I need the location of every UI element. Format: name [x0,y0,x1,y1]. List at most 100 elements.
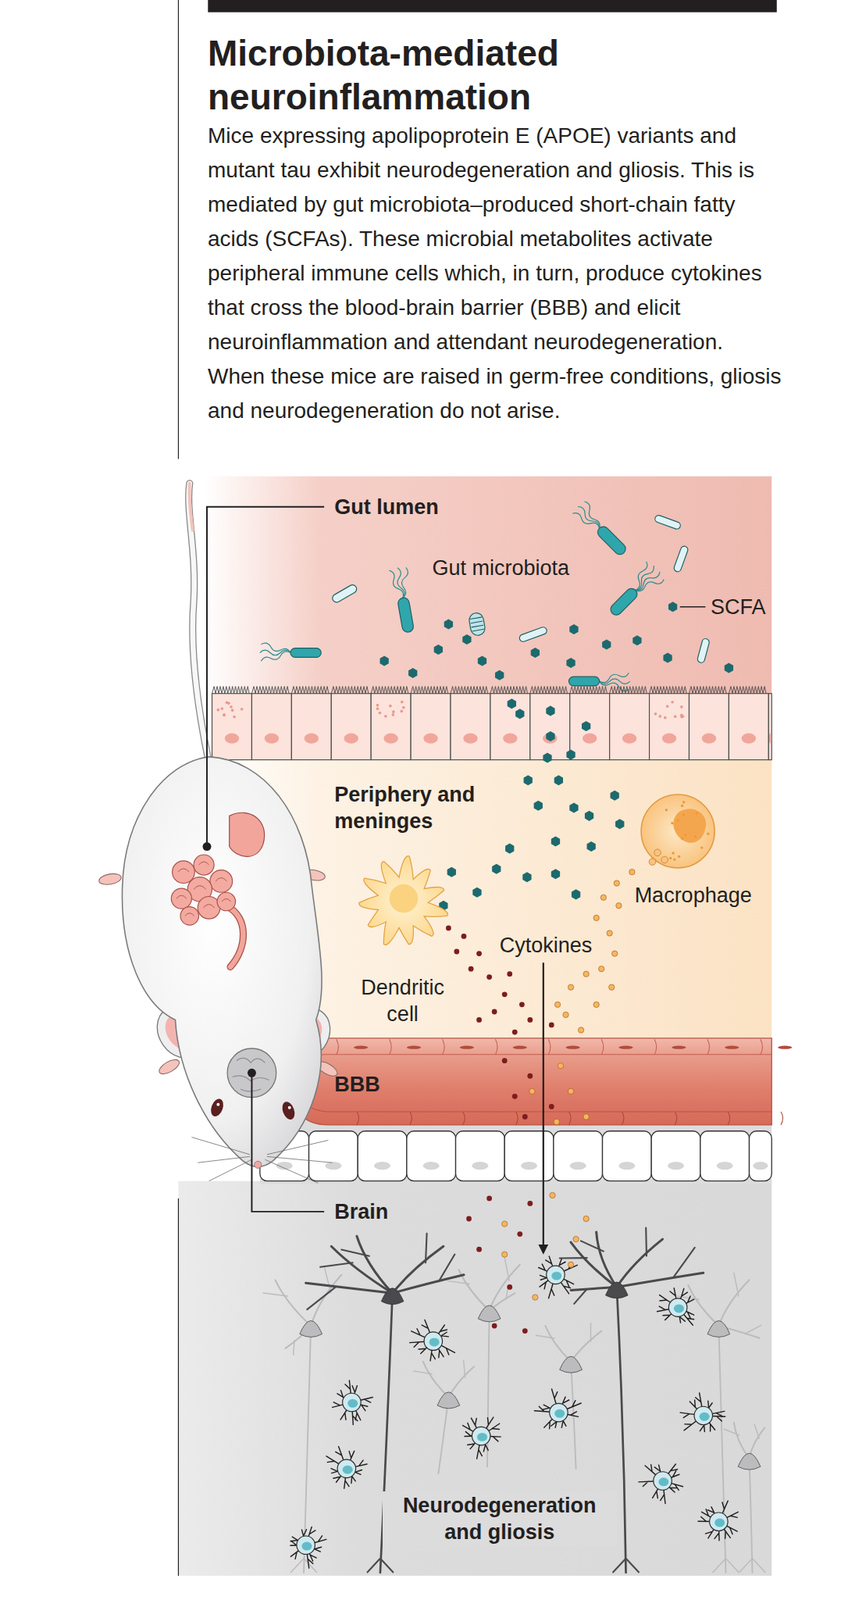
cytokine-dot [583,970,589,977]
neuron [723,1421,766,1572]
brain-ground-upper [260,1115,772,1184]
macrophage-granule [680,804,684,807]
figure-caption-slot: Mice expressing apolipoprotein E (APOE) … [207,118,782,428]
endothelial-junction [548,1038,551,1055]
engulfed-particle [654,848,662,856]
endfoot-cell [749,1130,773,1181]
endfoot-nucleus [716,1161,734,1169]
endfoot-cell [700,1130,750,1181]
goblet-granule [666,704,670,708]
macrophage-granule [706,831,710,834]
axon [487,1310,490,1467]
mouse-intestine [217,891,236,910]
cytokine-dot [486,973,492,980]
microglia-process [684,1295,694,1304]
goblet-granule [402,705,406,710]
scfa-molecule [724,662,734,674]
eye-highlight [288,1105,292,1109]
scfa-molecule [602,639,611,650]
dendrite-branch [293,1339,295,1355]
endfoot-cell [504,1130,554,1181]
microglia-process [726,1525,738,1534]
cytokine-dot [502,990,508,997]
cytokine-dot [502,1220,508,1226]
microglia-process [467,1441,477,1449]
mouse-paw [98,871,123,886]
microglia-process [548,1282,555,1298]
macrophage-granule [700,845,703,849]
goblet-granule [227,701,231,705]
region-heading: Brain [334,1197,457,1225]
microglia-nucleus [342,1464,353,1474]
dendrite [570,1330,602,1362]
cytokine-dot [506,970,513,977]
intestine-fold [176,894,187,899]
neuron-soma [707,1320,731,1337]
endfoot-nucleus [570,1161,587,1169]
microglia-process [566,1400,581,1409]
dendrite-branch [535,1334,554,1338]
microvilli [450,686,489,694]
figure-caption: Mice expressing apolipoprotein E (APOE) … [207,118,782,428]
microglia-process [683,1313,695,1326]
microglia-process [544,1418,553,1429]
nucleus [423,733,438,744]
microglia-body [709,1511,728,1530]
mouse-intestine [172,860,196,884]
goblet-granule [670,700,674,704]
mouse-tail-tip [188,483,193,531]
mouse [98,483,341,1184]
cytokine-dot [516,1230,523,1237]
endothelial-junction [356,1111,360,1125]
macrophage-body [641,794,715,868]
macrophage-granule [677,818,680,821]
neuron-soma [381,1287,404,1305]
nucleus [622,733,637,744]
goblet-granule [654,712,658,716]
dendrite-branch [723,1428,740,1435]
molecule-label: SCFA [710,593,782,621]
cytokine-dot [532,1293,539,1300]
microglia-body [653,1471,672,1490]
cytokine-dot [567,1087,574,1094]
endothelial-junction [760,1038,763,1055]
microglia-process [563,1261,578,1271]
neuron [535,1322,602,1469]
band-heading: Periphery and meninges [334,780,499,834]
microbe-stripe [470,616,482,620]
mouse-whisker [264,1158,318,1183]
band-heading-slot: Gut lumen [334,493,539,521]
nucleus [384,733,399,744]
cytokine-dot [577,1026,584,1033]
cytokine-dot [598,965,605,972]
microglia [638,1463,684,1503]
macrophage-granule [669,856,672,859]
intestine-fold [193,885,207,890]
microglia-process [438,1347,445,1357]
bbb-band: BBB [290,1037,772,1125]
microbe [654,513,682,530]
scfa-molecule [447,866,457,877]
goblet-granule [378,711,382,715]
scfa-molecule [477,655,487,666]
blood-vessel [290,1037,772,1125]
endothelial-junction [601,1038,604,1055]
edge-label-slot: Cytokines [499,931,603,959]
macrophage-granule [682,812,685,816]
macrophage-granule [677,855,681,858]
microvilli [688,686,727,694]
axon [749,1457,753,1572]
mouse-paw [156,1056,182,1077]
microvilli [490,686,528,694]
axon [616,1286,627,1572]
microvilli [530,686,568,694]
figure-title: Microbiota-mediated neuroinflammation [207,31,692,119]
cytokine-dot [629,869,635,875]
dendrite-branch [425,1232,428,1263]
goblet-granule [231,708,235,712]
top-bar [207,0,777,13]
microglia-process [560,1280,571,1294]
dendrite-branch [504,1257,510,1280]
cytokine-dot [461,933,467,939]
microbe-stripe [470,620,483,624]
